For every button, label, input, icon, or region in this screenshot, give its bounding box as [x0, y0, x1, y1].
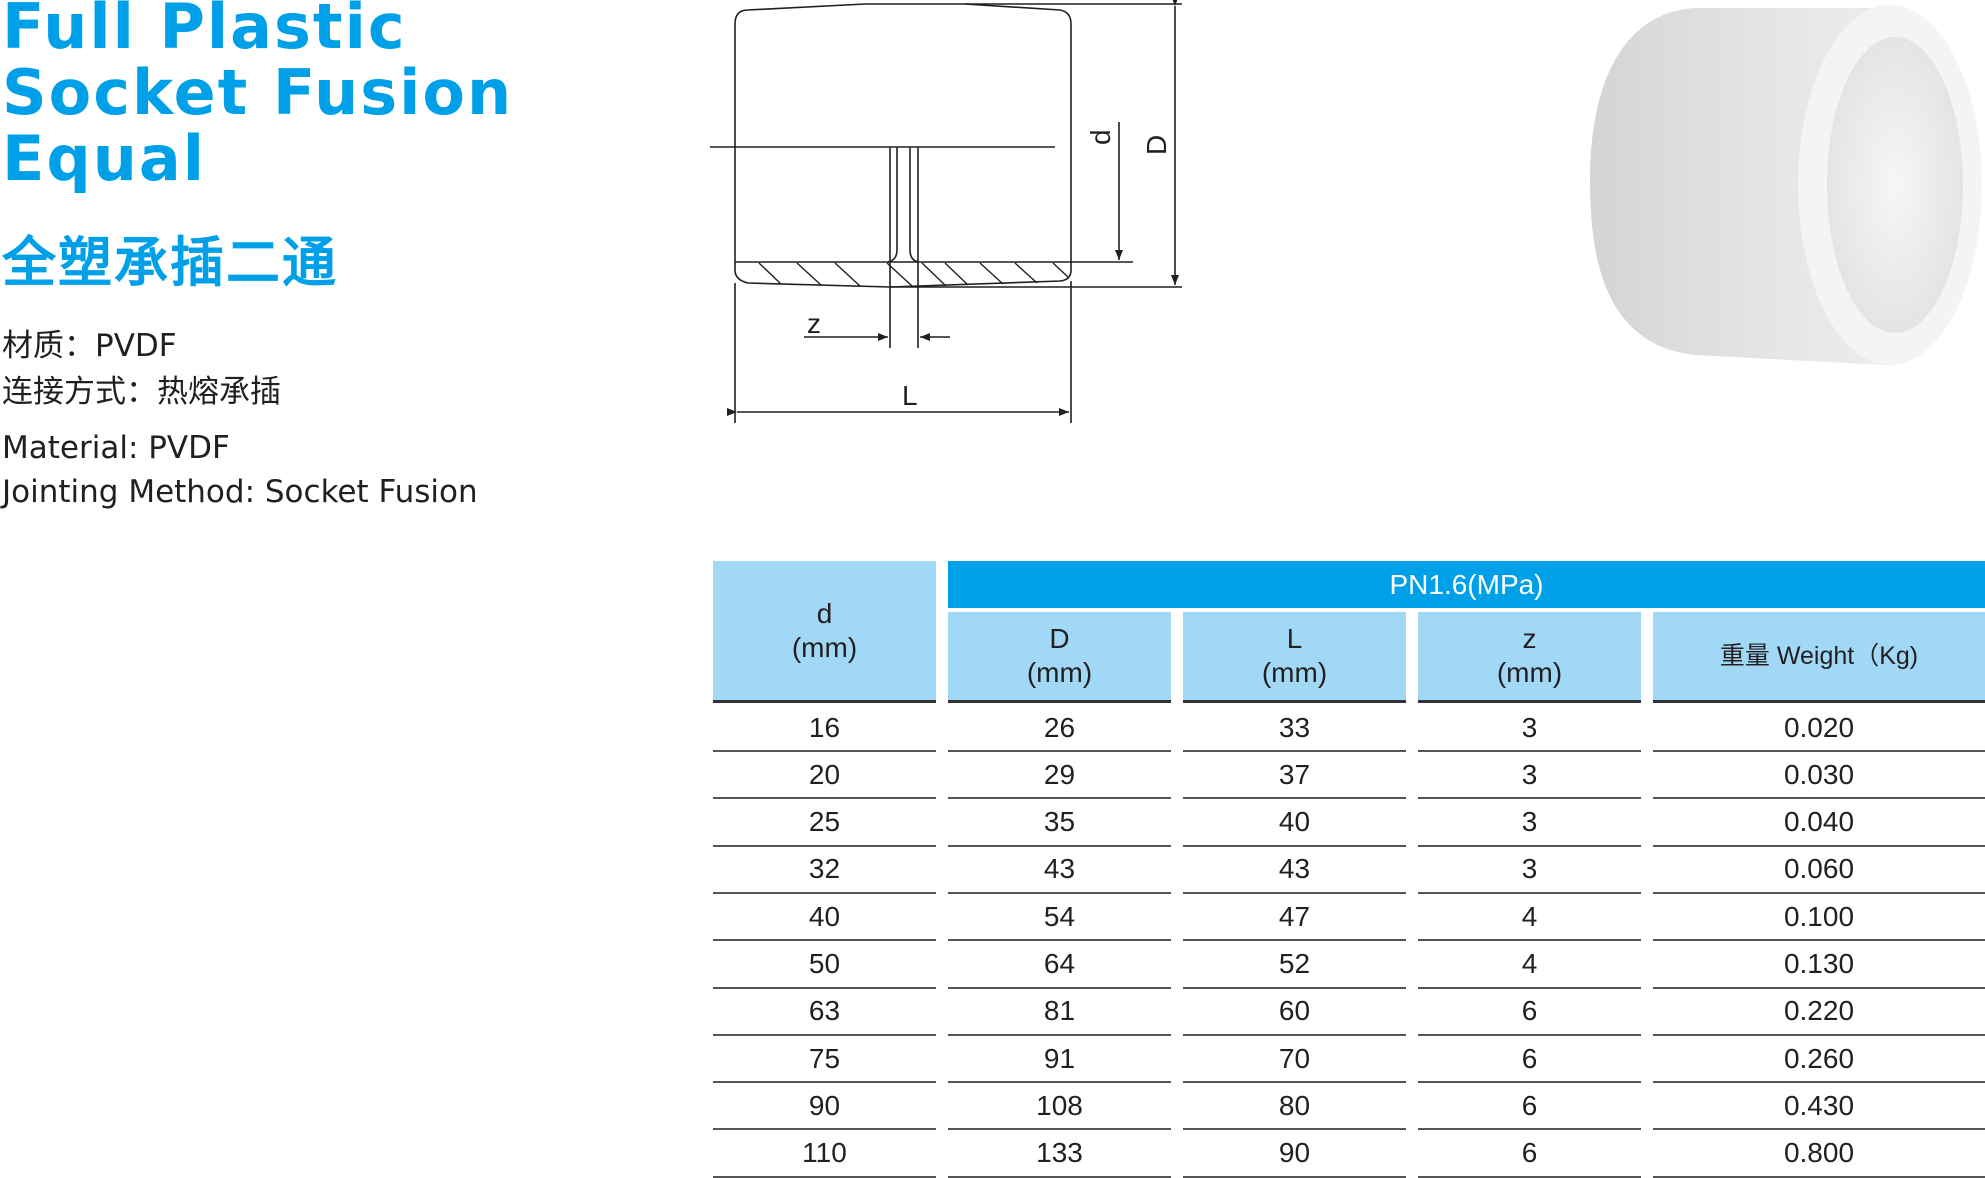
cell-D: 43	[948, 847, 1171, 894]
technical-drawing: z L d D	[710, 0, 1182, 423]
header-L: L(mm)	[1183, 612, 1406, 703]
cell-L: 43	[1183, 847, 1406, 894]
label-z: z	[807, 308, 821, 339]
cell-L: 60	[1183, 989, 1406, 1036]
header-d: d (mm)	[713, 561, 936, 703]
jointing-cn: 连接方式：热熔承插	[2, 374, 281, 410]
cell-weight: 0.430	[1653, 1083, 1985, 1131]
cell-weight: 0.800	[1653, 1131, 1985, 1178]
cell-D: 64	[948, 942, 1171, 989]
header-D-unit: (mm)	[1026, 657, 1093, 688]
cell-z: 6	[1418, 989, 1641, 1036]
cell-d: 32	[713, 847, 936, 894]
cell-L: 37	[1183, 752, 1406, 800]
header-weight: 重量 Weight（Kg)	[1653, 612, 1985, 703]
title-line-2: Socket Fusion	[2, 56, 514, 129]
cell-L: 80	[1183, 1083, 1406, 1131]
cell-z: 6	[1418, 1131, 1641, 1178]
cell-D: 54	[948, 894, 1171, 942]
cell-L: 90	[1183, 1131, 1406, 1178]
cell-weight: 0.030	[1653, 752, 1985, 800]
cell-d: 75	[713, 1036, 936, 1084]
cell-d: 110	[713, 1131, 936, 1178]
cell-d: 40	[713, 894, 936, 942]
cell-weight: 0.100	[1653, 894, 1985, 942]
cell-D: 81	[948, 989, 1171, 1036]
cell-D: 26	[948, 705, 1171, 752]
header-D-name: D	[1049, 623, 1070, 654]
cell-z: 6	[1418, 1083, 1641, 1131]
cell-D: 108	[948, 1083, 1171, 1131]
title-line-3: Equal	[2, 122, 206, 195]
header-d-name: d	[816, 597, 833, 629]
cell-z: 4	[1418, 942, 1641, 989]
cell-L: 47	[1183, 894, 1406, 942]
cell-weight: 0.220	[1653, 989, 1985, 1036]
cell-d: 90	[713, 1083, 936, 1131]
cell-d: 16	[713, 705, 936, 752]
header-L-name: L	[1286, 623, 1303, 654]
cell-weight: 0.130	[1653, 942, 1985, 989]
cell-D: 91	[948, 1036, 1171, 1084]
material-en: Material: PVDF	[2, 430, 230, 466]
cell-weight: 0.260	[1653, 1036, 1985, 1084]
cell-L: 33	[1183, 705, 1406, 752]
product-photo	[1590, 5, 1982, 365]
cell-L: 40	[1183, 800, 1406, 847]
cell-z: 3	[1418, 752, 1641, 800]
material-cn: 材质：PVDF	[2, 328, 177, 364]
header-z-unit: (mm)	[1496, 657, 1563, 688]
title-line-1: Full Plastic	[2, 0, 407, 63]
label-L: L	[902, 380, 918, 411]
header-d-unit: (mm)	[791, 631, 858, 663]
header-z: z(mm)	[1418, 612, 1641, 703]
cell-weight: 0.020	[1653, 705, 1985, 752]
cell-weight: 0.060	[1653, 847, 1985, 894]
header-z-name: z	[1522, 623, 1537, 654]
cell-z: 4	[1418, 894, 1641, 942]
label-D: D	[1141, 135, 1172, 155]
cell-d: 25	[713, 800, 936, 847]
header-weight-name: 重量 Weight（Kg)	[1719, 642, 1919, 670]
cell-z: 3	[1418, 800, 1641, 847]
header-D: D(mm)	[948, 612, 1171, 703]
cell-d: 20	[713, 752, 936, 800]
cell-D: 35	[948, 800, 1171, 847]
title-cn: 全塑承插二通	[2, 231, 338, 294]
cell-L: 52	[1183, 942, 1406, 989]
cell-d: 63	[713, 989, 936, 1036]
cell-D: 29	[948, 752, 1171, 800]
cell-z: 6	[1418, 1036, 1641, 1084]
header-L-unit: (mm)	[1261, 657, 1328, 688]
cell-weight: 0.040	[1653, 800, 1985, 847]
cell-z: 3	[1418, 705, 1641, 752]
label-d: d	[1085, 129, 1116, 145]
cell-d: 50	[713, 942, 936, 989]
cell-L: 70	[1183, 1036, 1406, 1084]
pressure-group-header: PN1.6(MPa)	[948, 561, 1985, 608]
cell-z: 3	[1418, 847, 1641, 894]
cell-D: 133	[948, 1131, 1171, 1178]
jointing-en: Jointing Method: Socket Fusion	[2, 474, 478, 510]
